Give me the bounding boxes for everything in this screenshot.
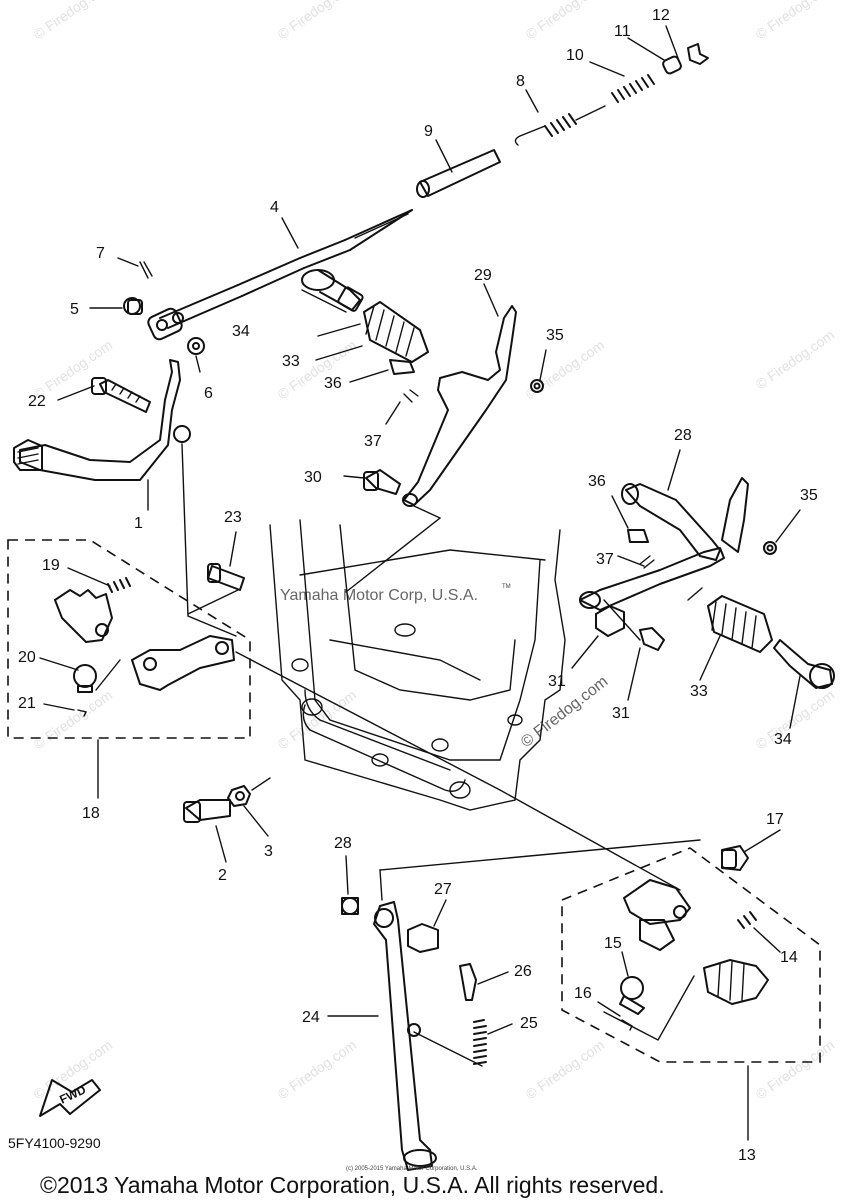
copyright-notice: ©2013 Yamaha Motor Corporation, U.S.A. A… — [40, 1172, 665, 1198]
callout-2: 2 — [218, 867, 227, 884]
callout-3: 3 — [264, 843, 273, 860]
inset-right — [561, 845, 821, 1063]
footrest-rear-left — [301, 269, 544, 507]
center-watermark: Yamaha Motor Corp, U.S.A. — [280, 587, 478, 604]
sidestand — [341, 897, 487, 1171]
watermark: © Firedog.com — [275, 687, 360, 753]
callout-14: 14 — [780, 949, 798, 966]
watermark: © Firedog.com — [275, 1037, 360, 1103]
callout-28: 28 — [334, 835, 352, 852]
callout-15: 15 — [604, 935, 622, 952]
callout-6: 6 — [204, 385, 213, 402]
callout-36: 36 — [324, 375, 342, 392]
callout-12: 12 — [652, 7, 670, 24]
tiny-notice: (c) 2005-2015 Yamaha Motor Corporation, … — [346, 1166, 478, 1172]
callout-5: 5 — [70, 301, 79, 318]
footer: 5FY4100-9290 (c) 2005-2015 Yamaha Motor … — [8, 1135, 665, 1198]
callout-1: 1 — [134, 515, 143, 532]
callout-37: 37 — [364, 433, 382, 450]
footrest-rear-right — [579, 477, 835, 689]
watermark: © Firedog.com — [523, 0, 608, 42]
callout-33: 33 — [282, 353, 300, 370]
callout-9: 9 — [424, 123, 433, 140]
callout-30: 28 — [674, 427, 692, 444]
callout-26: 26 — [514, 963, 532, 980]
callout-24: 24 — [302, 1009, 320, 1026]
callout-29: 29 — [474, 267, 492, 284]
inset-left — [7, 539, 251, 739]
callout-23: 23 — [224, 509, 242, 526]
bolt-31-upper — [363, 469, 401, 495]
callout-25: 25 — [520, 1015, 538, 1032]
callout-35: 35 — [546, 327, 564, 344]
callout-20: 20 — [18, 649, 36, 666]
callout-32: 31 — [548, 673, 566, 690]
callout-21: 21 — [18, 695, 36, 712]
watermark: © Firedog.com — [31, 0, 116, 42]
center-watermark-tm: TM — [502, 584, 511, 590]
watermark-layer: © Firedog.com © Firedog.com © Firedog.co… — [31, 0, 838, 1102]
callout-33: 33 — [690, 683, 708, 700]
callout-8: 8 — [516, 73, 525, 90]
watermark: © Firedog.com — [753, 0, 838, 42]
callout-4: 4 — [270, 199, 279, 216]
watermark: © Firedog.com — [31, 687, 116, 753]
callout-36: 36 — [588, 473, 606, 490]
callout-10: 10 — [566, 47, 584, 64]
callout-34: 34 — [774, 731, 792, 748]
callout-35: 35 — [800, 487, 818, 504]
callout-11: 11 — [614, 23, 631, 40]
callout-31: 30 — [304, 469, 322, 486]
callout-19: 19 — [42, 557, 60, 574]
callout-27: 27 — [434, 881, 452, 898]
callout-31: 31 — [612, 705, 630, 722]
callout-37: 37 — [596, 551, 614, 568]
callout-7: 7 — [96, 245, 105, 262]
watermark: © Firedog.com — [753, 1037, 838, 1103]
watermark: © Firedog.com — [275, 0, 360, 42]
callout-34: 34 — [232, 323, 250, 340]
frame-outline — [269, 519, 566, 811]
callout-17: 17 — [766, 811, 784, 828]
watermark: © Firedog.com — [523, 1037, 608, 1103]
watermark: © Firedog.com — [753, 327, 838, 393]
callout-22: 22 — [28, 393, 46, 410]
callout-13: 13 — [738, 1147, 756, 1164]
bolt-2-nut-3 — [183, 785, 251, 823]
brake-rod-assembly — [123, 43, 709, 355]
callout-16: 16 — [574, 985, 592, 1002]
callouts: 12 11 10 8 9 4 7 5 6 22 1 23 19 20 21 18… — [18, 7, 818, 1164]
leader-lines — [39, 25, 801, 1141]
callout-18: 18 — [82, 805, 100, 822]
diagram-code: 5FY4100-9290 — [8, 1135, 101, 1151]
brake-pedal — [13, 359, 191, 481]
bolt-23 — [207, 563, 245, 591]
watermark: © Firedog.com — [753, 687, 838, 753]
